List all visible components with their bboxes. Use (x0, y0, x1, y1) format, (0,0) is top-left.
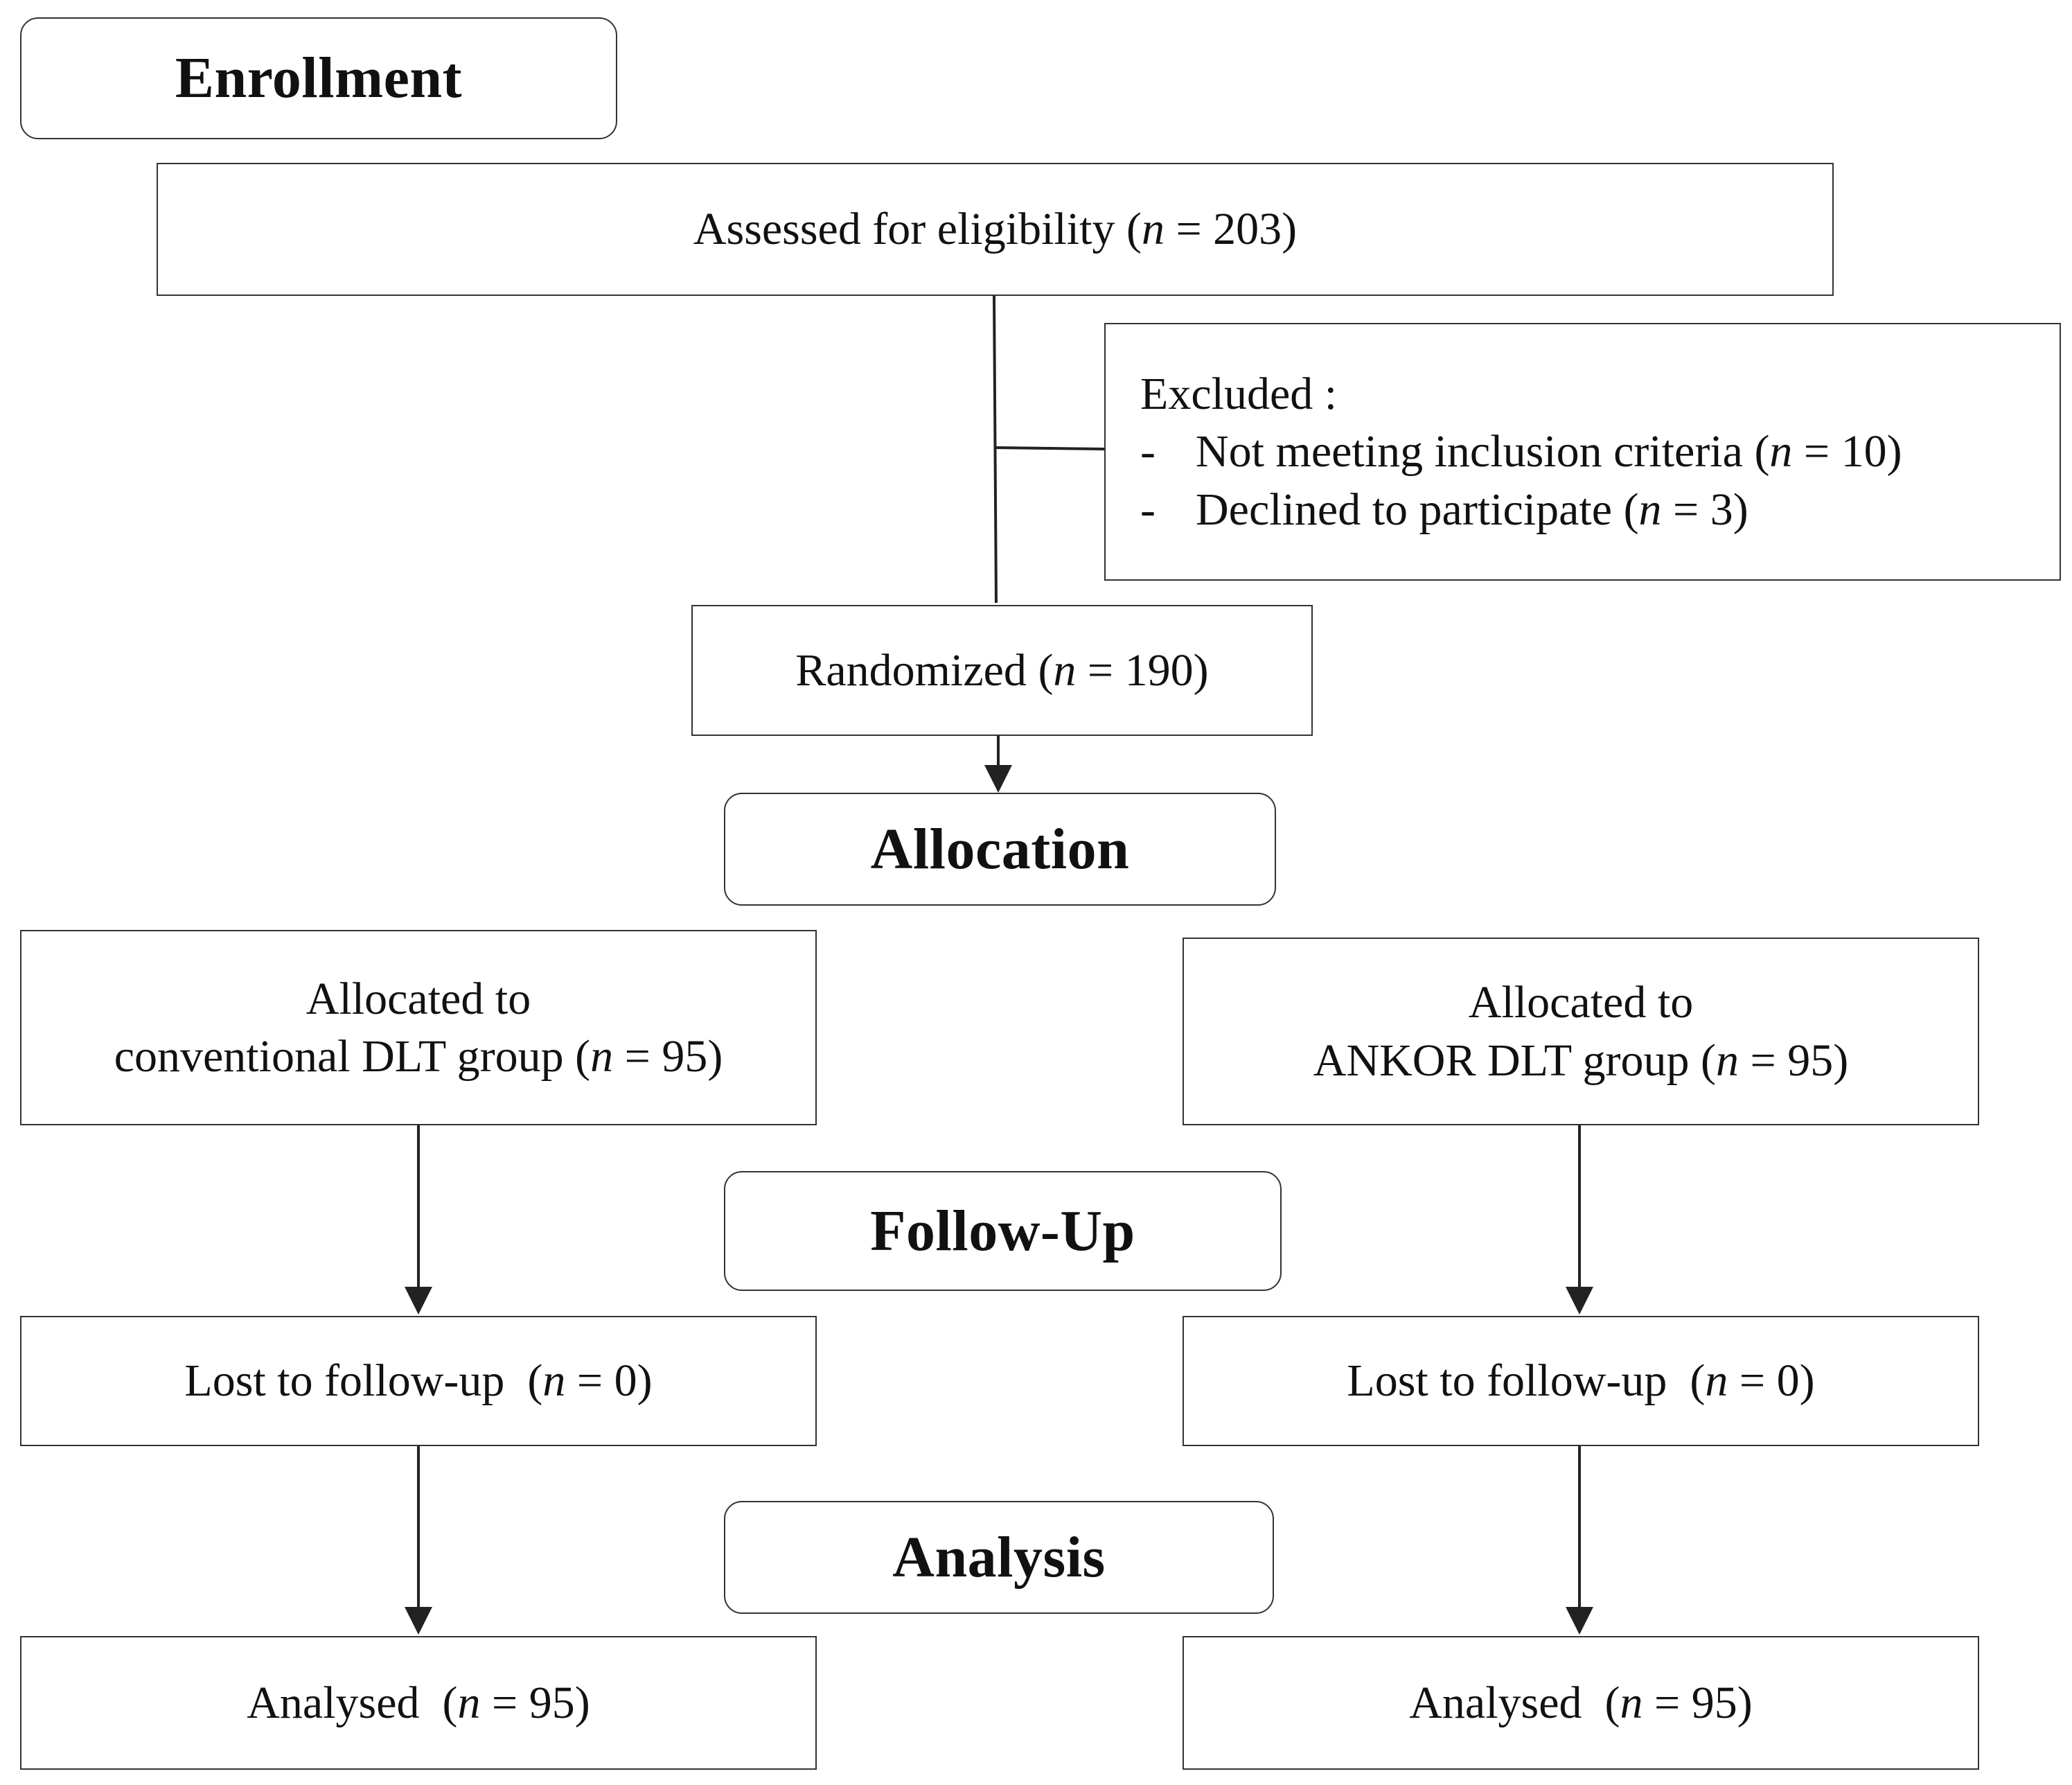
stage-allocation: Allocation (724, 793, 1276, 906)
lost-conventional-box: Lost to follow-up (n = 0) (20, 1316, 817, 1446)
excluded-title: Excluded : (1140, 369, 1338, 420)
lost-count: = 0 (576, 1355, 637, 1407)
analysed-text: Analysed (n = 95) (247, 1677, 590, 1728)
analysed-conventional-box: Analysed (n = 95) (20, 1636, 817, 1770)
randomized-box: Randomized (n = 190) (691, 605, 1313, 736)
randomized-text: Randomized (n = 190) (795, 644, 1209, 696)
assessed-box: Assessed for eligibility (n = 203) (157, 163, 1834, 296)
excluded-item-count: = 10 (1803, 426, 1887, 477)
n-symbol: n (1620, 1677, 1643, 1728)
connector-to-excluded (995, 446, 1105, 450)
n-symbol: n (1715, 1035, 1739, 1086)
stage-enrollment-label: Enrollment (175, 46, 463, 111)
analysed-ankor-box: Analysed (n = 95) (1183, 1636, 1979, 1770)
randomized-label: Randomized (795, 644, 1027, 696)
stage-analysis-label: Analysis (892, 1524, 1106, 1590)
excluded-box: Excluded : - Not meeting inclusion crite… (1104, 323, 2061, 581)
assessed-text: Assessed for eligibility (n = 203) (693, 204, 1298, 255)
analysed-count: = 95 (1654, 1677, 1737, 1728)
allocated-line1: Allocated to (306, 973, 531, 1024)
stage-enrollment: Enrollment (20, 17, 617, 139)
n-symbol: n (1705, 1355, 1728, 1407)
allocated-ankor-box: Allocated to ANKOR DLT group (n = 95) (1183, 938, 1979, 1125)
allocated-group-name: conventional DLT group (114, 1031, 564, 1082)
assessed-label: Assessed for eligibility (693, 204, 1115, 255)
excluded-item-inclusion: - Not meeting inclusion criteria (n = 10… (1140, 423, 1902, 480)
stage-follow-up: Follow-Up (724, 1171, 1282, 1291)
n-symbol: n (457, 1677, 481, 1728)
n-symbol: n (1769, 426, 1793, 477)
analysed-count: = 95 (492, 1677, 575, 1728)
allocated-line1: Allocated to (1468, 977, 1694, 1028)
lost-label: Lost to follow-up (184, 1355, 505, 1407)
stage-allocation-label: Allocation (870, 816, 1130, 881)
n-symbol: n (1053, 644, 1077, 696)
allocated-line2: ANKOR DLT group (n = 95) (1313, 1035, 1849, 1086)
allocated-group-name: ANKOR DLT group (1313, 1035, 1690, 1086)
lost-count: = 0 (1739, 1355, 1800, 1407)
excluded-item-label: Not meeting inclusion criteria (1196, 426, 1743, 477)
lost-label: Lost to follow-up (1347, 1355, 1667, 1407)
allocated-line2: conventional DLT group (n = 95) (114, 1031, 723, 1082)
bullet-dash: - (1140, 426, 1155, 477)
stage-analysis: Analysis (724, 1501, 1274, 1614)
lost-text: Lost to follow-up (n = 0) (184, 1355, 653, 1407)
excluded-item-count: = 3 (1673, 484, 1733, 535)
lost-ankor-box: Lost to follow-up (n = 0) (1183, 1316, 1979, 1446)
allocated-conventional-box: Allocated to conventional DLT group (n =… (20, 930, 817, 1125)
n-symbol: n (1141, 204, 1165, 255)
n-symbol: n (1638, 484, 1662, 535)
randomized-count: = 190 (1087, 644, 1194, 696)
analysed-label: Analysed (247, 1677, 420, 1728)
allocated-count: = 95 (1750, 1035, 1834, 1086)
connector-assessed-to-randomized (993, 295, 998, 604)
analysed-text: Analysed (n = 95) (1409, 1677, 1753, 1728)
n-symbol: n (590, 1031, 614, 1082)
stage-follow-up-label: Follow-Up (870, 1198, 1135, 1263)
allocated-count: = 95 (624, 1031, 708, 1082)
excluded-item-declined: - Declined to participate (n = 3) (1140, 481, 1748, 538)
assessed-count: = 203 (1176, 204, 1282, 255)
analysed-label: Analysed (1409, 1677, 1582, 1728)
excluded-item-label: Declined to participate (1196, 484, 1613, 535)
bullet-dash: - (1140, 484, 1155, 535)
n-symbol: n (542, 1355, 566, 1407)
lost-text: Lost to follow-up (n = 0) (1347, 1355, 1815, 1407)
